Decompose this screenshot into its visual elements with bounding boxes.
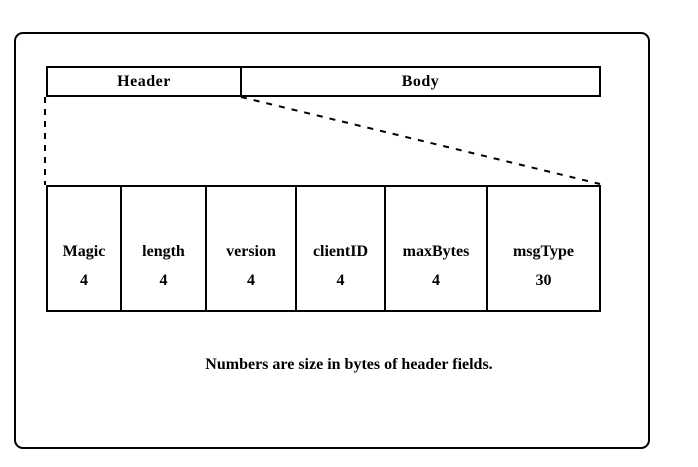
diagram-caption: Numbers are size in bytes of header fiel… bbox=[205, 356, 493, 373]
header-fields-box: Magic 4 length 4 version 4 clientID 4 ma… bbox=[46, 185, 601, 312]
body-segment-label: Body bbox=[401, 72, 440, 90]
field-size: 30 bbox=[535, 272, 552, 289]
field-name: msgType bbox=[512, 243, 575, 260]
field-size: 4 bbox=[159, 272, 168, 289]
field-name: version bbox=[226, 243, 276, 260]
field-cell-msgtype: msgType 30 bbox=[488, 187, 599, 310]
field-size: 4 bbox=[80, 272, 88, 289]
field-name: Magic bbox=[62, 243, 106, 260]
field-cell-length: length 4 bbox=[122, 187, 207, 310]
message-bar: Header Body bbox=[46, 66, 601, 97]
body-segment: Body bbox=[242, 68, 599, 95]
header-segment-label: Header bbox=[117, 72, 171, 90]
field-size: 4 bbox=[336, 272, 345, 289]
field-size: 4 bbox=[432, 272, 440, 289]
header-segment: Header bbox=[48, 68, 242, 95]
field-cell-clientid: clientID 4 bbox=[297, 187, 386, 310]
field-cell-maxbytes: maxBytes 4 bbox=[386, 187, 488, 310]
field-name: length bbox=[142, 243, 185, 260]
field-cell-magic: Magic 4 bbox=[48, 187, 122, 310]
field-name: clientID bbox=[312, 243, 369, 260]
field-cell-version: version 4 bbox=[207, 187, 297, 310]
field-size: 4 bbox=[247, 272, 255, 289]
field-name: maxBytes bbox=[402, 243, 470, 260]
